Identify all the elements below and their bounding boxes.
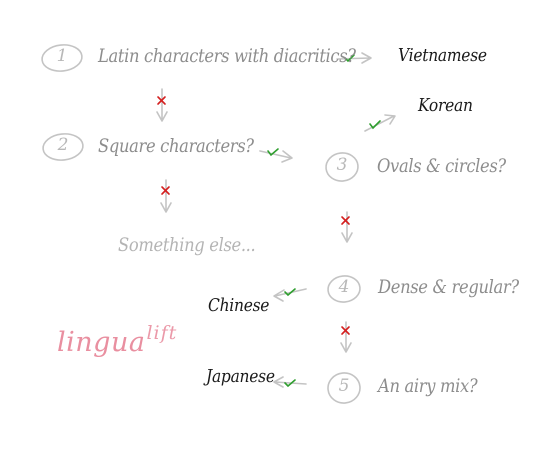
arrow-4-to-5 — [340, 321, 352, 353]
x-icon — [341, 326, 350, 335]
x-icon — [341, 216, 350, 225]
check-icon — [267, 148, 279, 157]
step-2-question: Square characters? — [98, 135, 254, 157]
arrow-3-to-korean — [364, 114, 396, 132]
step-3-number: 3 — [336, 155, 348, 175]
arrow-4-to-chinese — [273, 288, 307, 302]
step-5-number: 5 — [338, 376, 350, 396]
answer-japanese: Japanese — [206, 366, 275, 387]
x-icon — [157, 96, 166, 105]
arrow-3-to-4 — [341, 211, 353, 243]
step-4-question: Dense & regular? — [378, 276, 519, 298]
step-5-question: An airy mix? — [378, 375, 478, 397]
arrow-2-to-other — [160, 179, 172, 213]
answer-vietnamese: Vietnamese — [398, 45, 487, 66]
step-4-number: 4 — [338, 277, 350, 297]
step-1-circle — [41, 44, 83, 72]
logo: lingualift — [57, 322, 176, 358]
answer-something-else: Something else... — [118, 234, 256, 256]
step-2-circle — [42, 133, 84, 161]
logo-main-text: lingua — [57, 327, 146, 358]
step-3-question: Ovals & circles? — [377, 155, 506, 177]
answer-korean: Korean — [418, 95, 473, 116]
answer-chinese: Chinese — [208, 295, 270, 316]
step-4-circle — [327, 275, 361, 303]
step-2-number: 2 — [57, 135, 69, 155]
check-icon — [284, 379, 296, 388]
arrow-1-to-vietnamese — [336, 52, 372, 64]
step-1-number: 1 — [56, 46, 68, 66]
step-3-circle — [325, 152, 359, 182]
check-icon — [369, 120, 381, 130]
check-icon — [344, 54, 355, 63]
arrow-2-to-3 — [259, 150, 293, 163]
arrow-5-to-japanese — [273, 376, 307, 388]
logo-sup-text: lift — [146, 322, 178, 344]
arrow-1-to-2 — [156, 88, 168, 122]
step-1-question: Latin characters with diacritics? — [98, 45, 356, 67]
step-5-circle — [327, 372, 361, 404]
x-icon — [161, 186, 170, 195]
check-icon — [284, 288, 296, 297]
